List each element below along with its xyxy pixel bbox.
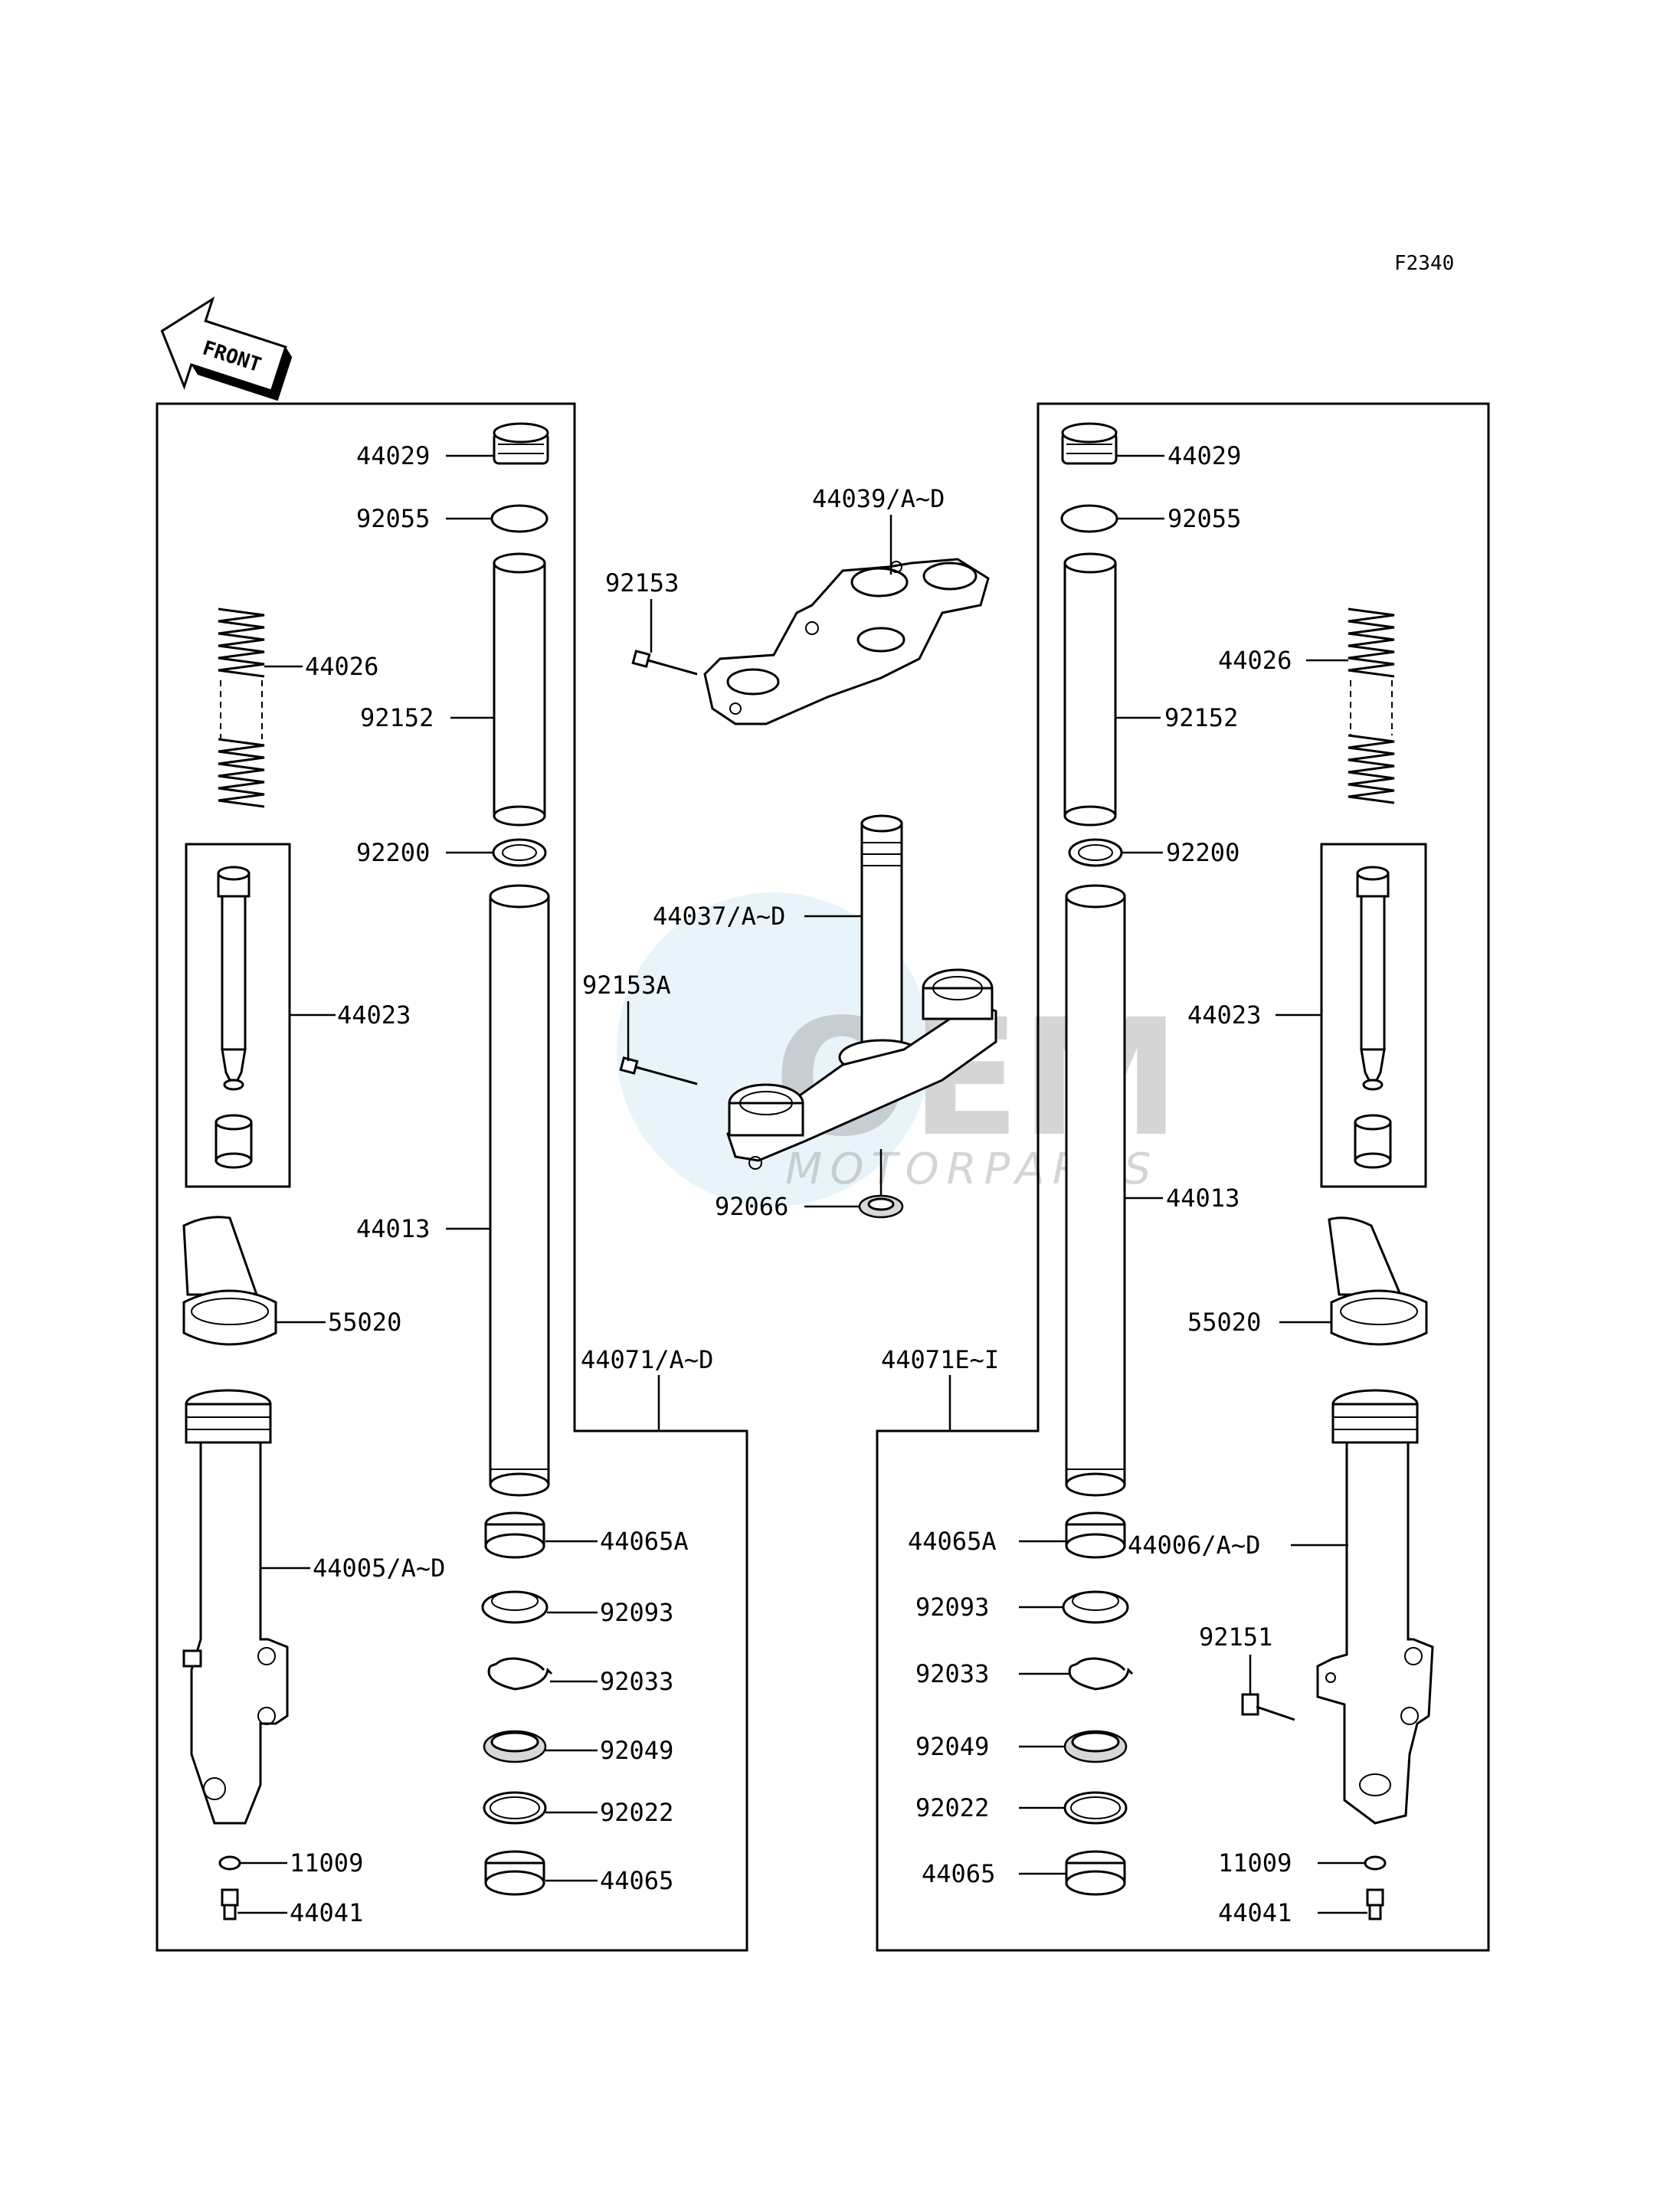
cylinder-unit — [1356, 866, 1390, 1091]
part-label-92033-left: 92033 — [600, 1667, 673, 1696]
center-leader-lines — [627, 515, 892, 1208]
guide-bushing-a — [484, 1511, 545, 1559]
left-leader-lines — [237, 454, 660, 1914]
part-label-92022-left: 92022 — [600, 1798, 673, 1827]
dust-seal — [483, 1730, 547, 1763]
part-label-92093-left: 92093 — [600, 1598, 673, 1627]
part-label-44071-right: 44071E~I — [881, 1345, 999, 1374]
axle-clamp-bolt — [1241, 1693, 1295, 1721]
oil-lock-piece — [215, 1114, 253, 1169]
part-label-92152-right: 92152 — [1164, 703, 1238, 732]
front-arrow-icon: FRONT — [160, 296, 293, 401]
part-label-92151-right: 92151 — [1199, 1622, 1272, 1652]
part-label-44041-left: 44041 — [290, 1898, 363, 1927]
part-label-92152-left: 92152 — [360, 703, 434, 732]
part-label-11009-right: 11009 — [1218, 1848, 1292, 1878]
watermark-globe-icon — [617, 892, 931, 1207]
part-label-44041-right: 44041 — [1218, 1898, 1292, 1927]
guide-bushing — [1065, 1850, 1126, 1896]
guide-bushing-a — [1065, 1511, 1126, 1559]
left-part-labels: 44029 92055 44026 92152 92200 44023 4401… — [290, 441, 713, 1927]
part-label-44026-right: 44026 — [1218, 646, 1292, 675]
part-label-92200-left: 92200 — [356, 838, 430, 867]
part-label-92153: 92153 — [605, 568, 679, 598]
part-label-44023-right: 44023 — [1187, 1000, 1261, 1030]
center-parts — [619, 558, 997, 1219]
part-label-11009-left: 11009 — [290, 1848, 363, 1878]
spring-washer — [1068, 838, 1123, 867]
spring-washer — [492, 838, 547, 867]
fork-guard — [182, 1216, 277, 1346]
part-label-92055-right: 92055 — [1167, 504, 1241, 533]
oil-seal — [481, 1590, 549, 1624]
part-label-92033-right: 92033 — [915, 1659, 989, 1688]
part-label-44065a-left: 44065A — [600, 1527, 689, 1556]
figure-code: F2340 — [1394, 252, 1454, 275]
part-label-44005-left: 44005/A~D — [313, 1554, 445, 1583]
part-label-44013-right: 44013 — [1166, 1184, 1240, 1213]
lower-bracket — [726, 968, 997, 1170]
stem-seal — [858, 1194, 904, 1219]
cylinder-unit — [217, 866, 251, 1091]
part-label-44006-right: 44006/A~D — [1128, 1531, 1260, 1560]
part-label-44013-left: 44013 — [356, 1214, 430, 1243]
part-label-44023-left: 44023 — [337, 1000, 411, 1030]
o-ring — [490, 504, 549, 533]
fork-spring — [218, 607, 265, 808]
left-fork-frame — [156, 402, 748, 1952]
o-ring — [1060, 504, 1118, 533]
part-label-44071-left: 44071/A~D — [581, 1345, 713, 1374]
gasket — [1364, 1855, 1387, 1871]
upper-bracket — [703, 558, 990, 725]
right-fork-frame — [876, 402, 1490, 1952]
oil-seal — [1062, 1590, 1129, 1624]
part-label-44039: 44039/A~D — [812, 484, 945, 513]
part-label-44065-left: 44065 — [600, 1866, 673, 1895]
part-label-44029-left: 44029 — [356, 441, 430, 470]
plain-washer — [1063, 1791, 1128, 1825]
part-label-55020-left: 55020 — [328, 1308, 401, 1337]
circlip — [487, 1657, 553, 1691]
right-leader-lines — [948, 454, 1367, 1914]
outer-tube — [182, 1389, 289, 1825]
part-label-92093-right: 92093 — [915, 1593, 989, 1622]
drain-bolt — [221, 1888, 239, 1920]
part-label-55020-right: 55020 — [1187, 1308, 1261, 1337]
part-label-92200-right: 92200 — [1166, 838, 1240, 867]
part-label-92022-right: 92022 — [915, 1793, 989, 1822]
part-label-92049-left: 92049 — [600, 1736, 673, 1765]
fork-spring — [1348, 607, 1395, 804]
clamp-bolt-a — [619, 1056, 698, 1085]
spacer-pipe — [493, 552, 546, 827]
drain-bolt — [1366, 1888, 1384, 1920]
inner-tube — [489, 884, 550, 1497]
left-fork-parts — [182, 422, 553, 1920]
guide-bushing — [484, 1850, 545, 1896]
fork-guard — [1328, 1216, 1428, 1346]
circlip — [1068, 1657, 1134, 1691]
part-label-44065a-right: 44065A — [908, 1527, 997, 1556]
part-label-92055-left: 92055 — [356, 504, 430, 533]
part-label-92049-right: 92049 — [915, 1732, 989, 1761]
fork-cap-bolt — [493, 422, 549, 465]
oil-lock-piece — [1354, 1114, 1392, 1169]
inner-tube — [1065, 884, 1126, 1497]
part-label-92066: 92066 — [715, 1192, 788, 1221]
plain-washer — [483, 1791, 547, 1825]
clamp-bolt — [631, 650, 698, 676]
outer-tube — [1316, 1389, 1434, 1825]
dust-seal — [1063, 1730, 1128, 1763]
part-label-44026-left: 44026 — [305, 652, 378, 681]
gasket — [218, 1855, 241, 1871]
right-part-labels: 44029 92055 44026 92152 92200 44023 4401… — [881, 441, 1292, 1927]
part-label-92153a: 92153A — [582, 971, 671, 1000]
part-label-44029-right: 44029 — [1167, 441, 1241, 470]
spacer-pipe — [1063, 552, 1117, 827]
fork-cap-bolt — [1061, 422, 1118, 465]
part-label-44065-right: 44065 — [922, 1859, 995, 1888]
center-part-labels: 44039/A~D 92153 44037/A~D 92153A 92066 — [582, 484, 945, 1221]
part-label-44037: 44037/A~D — [653, 902, 785, 931]
